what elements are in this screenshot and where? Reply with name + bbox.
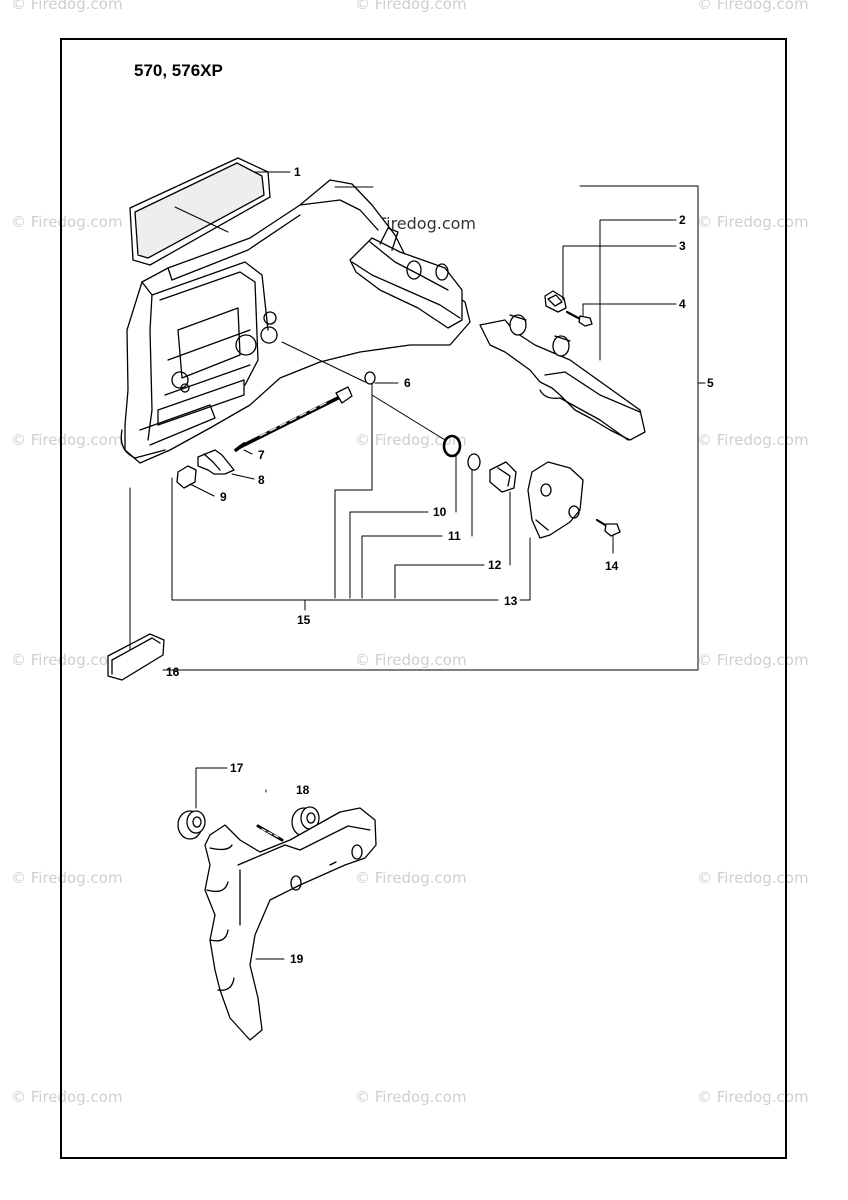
part-nut: [544, 290, 567, 313]
diagram-title: 570, 576XP: [134, 61, 223, 80]
part-clutch-cover: [120, 179, 471, 464]
part-pad: [107, 633, 165, 681]
watermark: © Firedog.com: [355, 0, 467, 13]
part-screw-14: [595, 518, 621, 537]
watermark: © Firedog.com: [11, 0, 123, 13]
part-washer: [467, 453, 481, 471]
callout-19: 19: [290, 952, 304, 966]
part-spike-bumper: [204, 807, 377, 1041]
callout-15: 15: [297, 613, 311, 627]
watermark: © Firedog.com: [697, 213, 809, 231]
watermark: © Firedog.com: [11, 869, 123, 887]
leader-lines: [129, 171, 706, 960]
watermark: © Firedog.com: [355, 869, 467, 887]
callout-8: 8: [258, 473, 265, 487]
watermark: © Firedog.com: [697, 1088, 809, 1106]
part-guide-plate: [479, 314, 646, 441]
callout-12: 12: [488, 558, 502, 572]
callout-9: 9: [220, 490, 227, 504]
watermark: © Firedog.com: [697, 431, 809, 449]
callout-16: 16: [166, 665, 180, 679]
part-fitting: [489, 461, 517, 493]
watermark: © Firedog.com: [11, 1088, 123, 1106]
watermark: © Firedog.com: [697, 0, 809, 13]
part-block: [176, 465, 197, 489]
callout-4: 4: [679, 297, 686, 311]
callout-18: 18: [296, 783, 310, 797]
callout-10: 10: [433, 505, 447, 519]
diagram-frame: [60, 38, 787, 1159]
part-o-ring: [442, 434, 462, 458]
callout-13: 13: [504, 594, 518, 608]
watermark: © Firedog.com: [697, 869, 809, 887]
watermark: © Firedog.com: [697, 651, 809, 669]
watermark: © Firedog.com: [355, 651, 467, 669]
callout-3: 3: [679, 239, 686, 253]
part-decal: [129, 157, 271, 266]
part-tensioner-nut: [197, 449, 235, 475]
part-retaining-ring: [364, 371, 376, 385]
part-bumper-18: [256, 806, 320, 842]
callout-17: 17: [230, 761, 244, 775]
watermark: © Firedog.com: [11, 651, 123, 669]
part-screw: [565, 310, 593, 327]
part-bumper: [177, 810, 206, 840]
watermark: © Firedog.com: [11, 431, 123, 449]
watermark: © Firedog.com: [355, 431, 467, 449]
callout-5: 5: [707, 376, 714, 390]
part-adjusting-screw: [234, 386, 353, 452]
watermark: © Firedog.com: [355, 1088, 467, 1106]
callout-11: 11: [448, 529, 461, 543]
callout-2: 2: [679, 213, 686, 227]
watermark: © Firedog.com: [11, 213, 123, 231]
callout-6: 6: [404, 376, 411, 390]
part-bracket: [527, 461, 584, 539]
callout-7: 7: [258, 448, 265, 462]
callout-1: 1: [294, 165, 301, 179]
callout-14: 14: [605, 559, 619, 573]
